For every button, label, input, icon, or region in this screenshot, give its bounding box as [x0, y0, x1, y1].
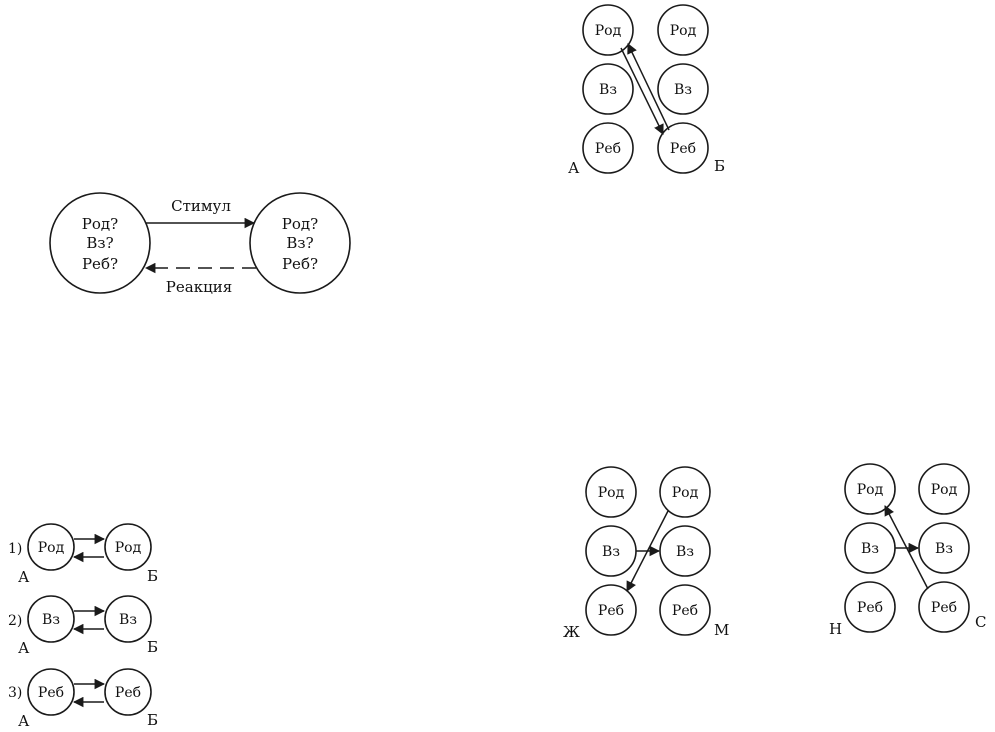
right-ego-circle	[249, 192, 351, 294]
pair-1-left-label: Род	[38, 540, 65, 556]
child-to-parent-arrow	[627, 43, 670, 131]
left-parent-label: Род?	[82, 215, 118, 233]
corner-label-m: М	[714, 621, 729, 639]
a-parent-circle	[582, 4, 634, 56]
b-adult-label: Вз	[674, 82, 692, 98]
left-ego-circle	[49, 192, 151, 294]
zh-adult-label: Вз	[602, 544, 620, 560]
right-child-label: Реб?	[282, 255, 318, 273]
pair-3-right-label: Реб	[115, 685, 141, 701]
m-child-label: Реб	[672, 603, 698, 619]
a-child-label: Реб	[595, 141, 621, 157]
n-child-circle	[844, 581, 896, 633]
s-child-label: Реб	[931, 600, 957, 616]
zh-parent-label: Род	[598, 485, 625, 501]
m-parent-label: Род	[672, 485, 699, 501]
b-parent-circle	[657, 4, 709, 56]
pair-1-number: 1)	[8, 541, 22, 557]
pair-2-corner-a: А	[18, 639, 30, 657]
pair-1-corner-a: А	[18, 568, 30, 586]
pair-1-right-label: Род	[115, 540, 142, 556]
pair-2-corner-b: Б	[147, 638, 158, 656]
b-parent-label: Род	[670, 23, 697, 39]
corner-label-s: С	[975, 613, 986, 631]
s-child-circle	[918, 581, 970, 633]
a-adult-label: Вз	[599, 82, 617, 98]
top-right-ab-diagram: Род Вз Реб Род Вз Реб А Б	[568, 4, 725, 177]
a-parent-label: Род	[595, 23, 622, 39]
pair-3-left-circle	[27, 668, 75, 716]
parent-to-child-arrow	[626, 510, 669, 592]
left-adult-label: Вз?	[86, 234, 113, 252]
pair-3-corner-b: Б	[147, 711, 158, 729]
s-parent-circle	[918, 463, 970, 515]
complementary-pair-3: 3) Реб Реб А Б	[8, 668, 158, 730]
s-adult-label: Вз	[935, 541, 953, 557]
n-parent-circle	[844, 463, 896, 515]
stimulus-reaction-diagram: Род? Вз? Реб? Род? Вз? Реб? Стимул Реакц…	[49, 192, 351, 296]
corner-label-n: Н	[829, 620, 842, 638]
pair-3-corner-a: А	[18, 712, 30, 730]
pair-3-number: 3)	[8, 685, 22, 701]
complementary-pair-1: 1) Род Род А Б	[8, 523, 158, 586]
reaction-label: Реакция	[166, 278, 232, 296]
pair-3-left-label: Реб	[38, 685, 64, 701]
m-parent-circle	[659, 466, 711, 518]
pair-2-right-label: Вз	[119, 612, 137, 628]
zh-m-cross-diagram: Род Вз Реб Род Вз Реб Ж М	[563, 466, 729, 641]
pair-2-left-label: Вз	[42, 612, 60, 628]
m-child-circle	[659, 584, 711, 636]
a-adult-circle	[582, 63, 634, 115]
n-parent-label: Род	[857, 482, 884, 498]
corner-label-a: А	[568, 159, 580, 177]
stimulus-label: Стимул	[171, 197, 231, 215]
a-child-circle	[582, 122, 634, 174]
pair-3-right-circle	[104, 668, 152, 716]
b-adult-circle	[657, 63, 709, 115]
m-adult-label: Вз	[676, 544, 694, 560]
zh-child-label: Реб	[598, 603, 624, 619]
pair-1-left-circle	[27, 523, 75, 571]
complementary-pair-2: 2) Вз Вз А Б	[8, 595, 158, 657]
zh-child-circle	[585, 584, 637, 636]
left-child-label: Реб?	[82, 255, 118, 273]
pair-1-right-circle	[104, 523, 152, 571]
n-adult-label: Вз	[861, 541, 879, 557]
zh-parent-circle	[585, 466, 637, 518]
right-adult-label: Вз?	[286, 234, 313, 252]
pair-2-number: 2)	[8, 613, 22, 629]
pair-2-right-circle	[104, 595, 152, 643]
pair-1-corner-b: Б	[147, 567, 158, 585]
corner-label-zh: Ж	[563, 623, 580, 641]
b-child-circle	[657, 122, 709, 174]
b-child-label: Реб	[670, 141, 696, 157]
child-to-parent-arrow	[884, 505, 929, 590]
pair-2-left-circle	[27, 595, 75, 643]
parent-to-child-arrow	[620, 47, 664, 135]
n-s-cross-diagram: Род Вз Реб Род Вз Реб Н С	[829, 463, 986, 638]
n-child-label: Реб	[857, 600, 883, 616]
s-parent-label: Род	[931, 482, 958, 498]
right-parent-label: Род?	[282, 215, 318, 233]
corner-label-b: Б	[714, 157, 725, 175]
